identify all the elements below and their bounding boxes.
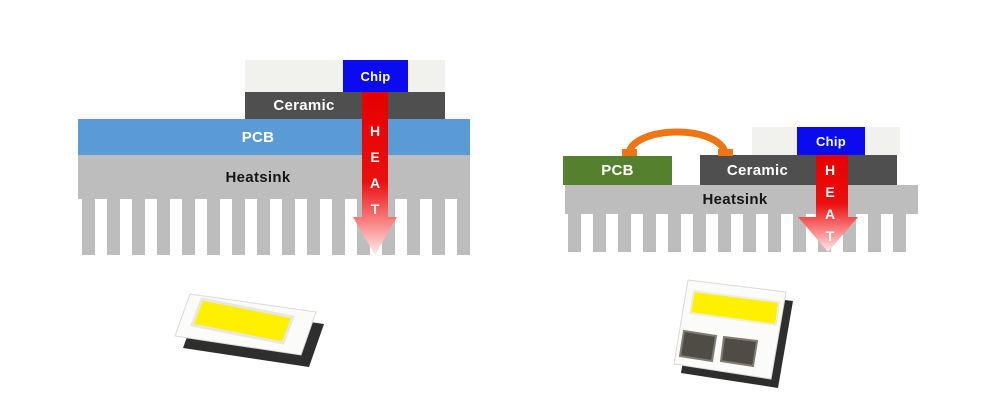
right-heat-label: H E A T — [800, 162, 860, 244]
right-chip-layer — [797, 127, 865, 155]
right-led-package-3d — [673, 279, 793, 388]
right-pcb-label: PCB — [601, 162, 634, 179]
right-heatsink-body — [565, 185, 918, 214]
heat-letter: T — [825, 228, 835, 244]
heat-letter: E — [825, 184, 835, 200]
left-chip-label: Chip — [360, 68, 391, 84]
wire-bond-arc-icon — [622, 128, 733, 156]
left-heatsink-label: Heatsink — [225, 168, 291, 186]
right-heatsink-label: Heatsink — [702, 191, 768, 208]
right-heatsink-fins — [568, 214, 916, 252]
right-ceramic-layer — [700, 155, 897, 185]
right-chip-label: Chip — [815, 133, 847, 149]
left-heat-label: H E A T — [353, 123, 397, 217]
left-heat-arrow-icon — [353, 92, 397, 255]
heat-letter: H — [824, 162, 836, 178]
left-heatsink-body — [78, 155, 470, 199]
left-pcb-label: PCB — [241, 128, 275, 146]
right-ceramic-label: Ceramic — [726, 161, 789, 179]
right-pcb-block — [563, 156, 672, 185]
heat-letter: E — [370, 149, 380, 165]
left-led-package-3d — [174, 293, 324, 367]
heat-letter: H — [369, 123, 381, 139]
heat-letter: A — [824, 206, 836, 222]
left-pcb-layer — [78, 119, 470, 155]
left-ceramic-layer — [245, 92, 445, 119]
left-chip-layer — [343, 60, 408, 92]
right-heat-arrow-icon — [798, 155, 858, 252]
heat-letter: A — [369, 175, 381, 191]
left-heatsink-fins — [82, 199, 470, 255]
heat-letter: T — [370, 201, 380, 217]
left-ceramic-label: Ceramic — [273, 97, 335, 114]
